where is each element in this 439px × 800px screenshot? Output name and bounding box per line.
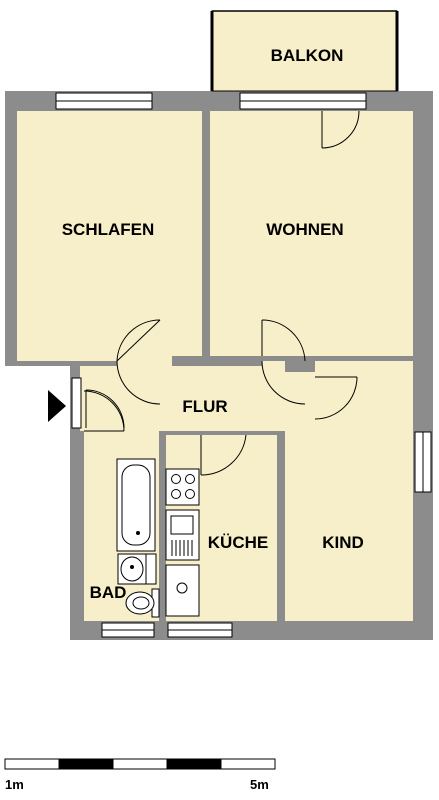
door-entrance bbox=[71, 377, 125, 429]
bathtub-icon bbox=[116, 458, 156, 552]
toilet-icon bbox=[125, 588, 160, 618]
door-wohnen bbox=[261, 319, 306, 405]
door-schlafen bbox=[116, 319, 161, 405]
room-label-flur: FLUR bbox=[182, 397, 227, 416]
scale-label-end: 5m bbox=[250, 777, 269, 792]
partition-wall bbox=[305, 356, 413, 361]
door-balcony bbox=[321, 110, 360, 149]
window bbox=[55, 92, 432, 638]
room-label-kueche: KÜCHE bbox=[208, 533, 268, 552]
partition-wall bbox=[285, 361, 315, 372]
partition-wall bbox=[246, 431, 285, 435]
scale-bar bbox=[4, 758, 276, 770]
kitchen-sink-icon bbox=[165, 509, 200, 561]
scale-label-start: 1m bbox=[5, 777, 24, 792]
room-wohnen bbox=[210, 111, 413, 356]
room-kind bbox=[285, 372, 413, 621]
partition-wall bbox=[172, 356, 262, 366]
partition-wall bbox=[17, 361, 117, 366]
partition-wall bbox=[202, 111, 210, 356]
partition-wall bbox=[166, 431, 201, 435]
sink-icon bbox=[117, 553, 157, 585]
room-label-wohnen: WOHNEN bbox=[266, 220, 343, 239]
balcony bbox=[211, 10, 398, 92]
partition-wall bbox=[159, 431, 166, 621]
door-kueche bbox=[200, 434, 247, 476]
room-label-kind: KIND bbox=[322, 533, 364, 552]
partition-wall bbox=[277, 435, 285, 621]
room-label-schlafen: SCHLAFEN bbox=[62, 220, 155, 239]
kitchen-counter bbox=[165, 564, 200, 617]
door-kind bbox=[314, 376, 358, 420]
stove-icon bbox=[165, 468, 200, 506]
room-label-balkon: BALKON bbox=[271, 46, 344, 65]
room-schlafen bbox=[17, 111, 202, 361]
room-label-bad: BAD bbox=[90, 583, 127, 602]
entrance-arrow-icon bbox=[48, 390, 66, 422]
